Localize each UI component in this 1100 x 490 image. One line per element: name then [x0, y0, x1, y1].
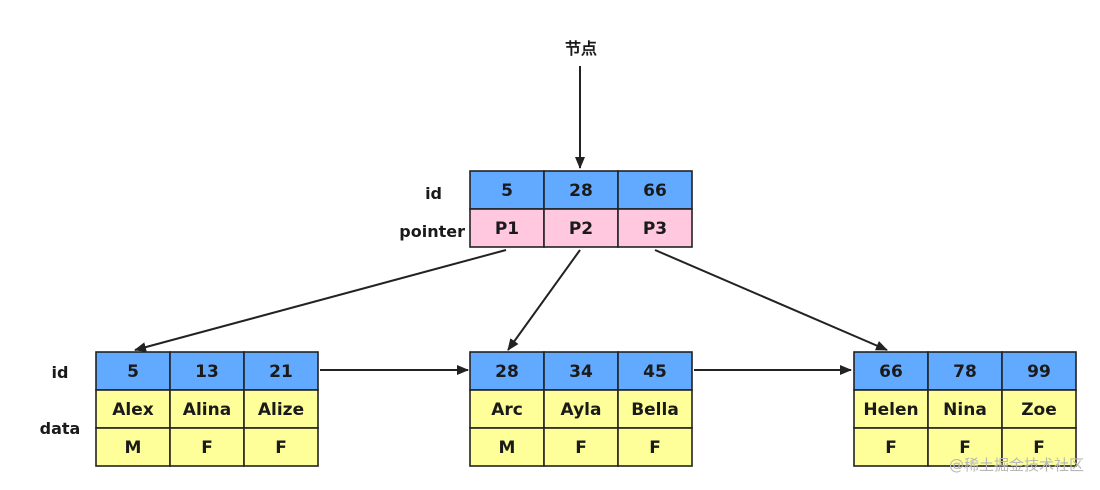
leaf-gender-cell: F	[1033, 438, 1045, 458]
arrow-p1-to-leaf-1	[134, 249, 507, 352]
leaf-id-cell: 99	[1027, 362, 1051, 382]
leaf-gender-cell: F	[575, 438, 587, 458]
leaf-name-cell: Arc	[491, 400, 523, 420]
leaf-gender-cell: F	[649, 438, 661, 458]
leaf-node-1: 5 13 21 Alex Alina Alize M F F	[95, 351, 319, 467]
leaf-id-cell: 5	[127, 362, 139, 382]
root-id-cell: 28	[569, 181, 593, 201]
leaf-node-3: 66 78 99 Helen Nina Zoe F F F	[853, 351, 1077, 467]
leaf-id-cell: 13	[195, 362, 219, 382]
leaf-name-cell: Alize	[258, 400, 304, 420]
leaf-gender-cell: F	[959, 438, 971, 458]
leaf-id-cell: 78	[953, 362, 977, 382]
leaf-id-cell: 45	[643, 362, 667, 382]
leaf-id-label: id	[52, 363, 69, 382]
leaf-name-cell: Nina	[943, 400, 987, 420]
root-id-label: id	[425, 184, 442, 203]
root-pointer-cell: P3	[643, 219, 667, 239]
leaf-name-cell: Zoe	[1021, 400, 1057, 420]
arrow-p2-to-leaf-2	[507, 249, 581, 351]
leaf-gender-cell: F	[885, 438, 897, 458]
arrow-p3-to-leaf-3	[654, 249, 888, 351]
leaf-id-cell: 21	[269, 362, 293, 382]
leaf-data-label: data	[40, 419, 81, 438]
leaf-gender-cell: M	[499, 438, 516, 458]
leaf-id-cell: 28	[495, 362, 519, 382]
leaf-node-2: 28 34 45 Arc Ayla Bella M F F	[469, 351, 693, 467]
arrows	[134, 66, 888, 375]
leaf-gender-cell: M	[125, 438, 142, 458]
root-node: 5 28 66 P1 P2 P3	[469, 170, 693, 248]
leaf-name-cell: Alex	[112, 400, 154, 420]
node-title: 节点	[565, 39, 597, 58]
root-pointer-cell: P1	[495, 219, 519, 239]
leaf-id-cell: 34	[569, 362, 593, 382]
leaf-name-cell: Helen	[863, 400, 918, 420]
root-pointer-cell: P2	[569, 219, 593, 239]
leaf-id-cell: 66	[879, 362, 903, 382]
root-id-cell: 5	[501, 181, 513, 201]
leaf-name-cell: Alina	[183, 400, 231, 420]
leaf-name-cell: Bella	[631, 400, 679, 420]
root-pointer-label: pointer	[399, 222, 465, 241]
leaf-gender-cell: F	[201, 438, 213, 458]
leaf-gender-cell: F	[275, 438, 287, 458]
root-id-cell: 66	[643, 181, 667, 201]
watermark: @稀土掘金技术社区	[949, 456, 1084, 474]
leaf-name-cell: Ayla	[561, 400, 602, 420]
